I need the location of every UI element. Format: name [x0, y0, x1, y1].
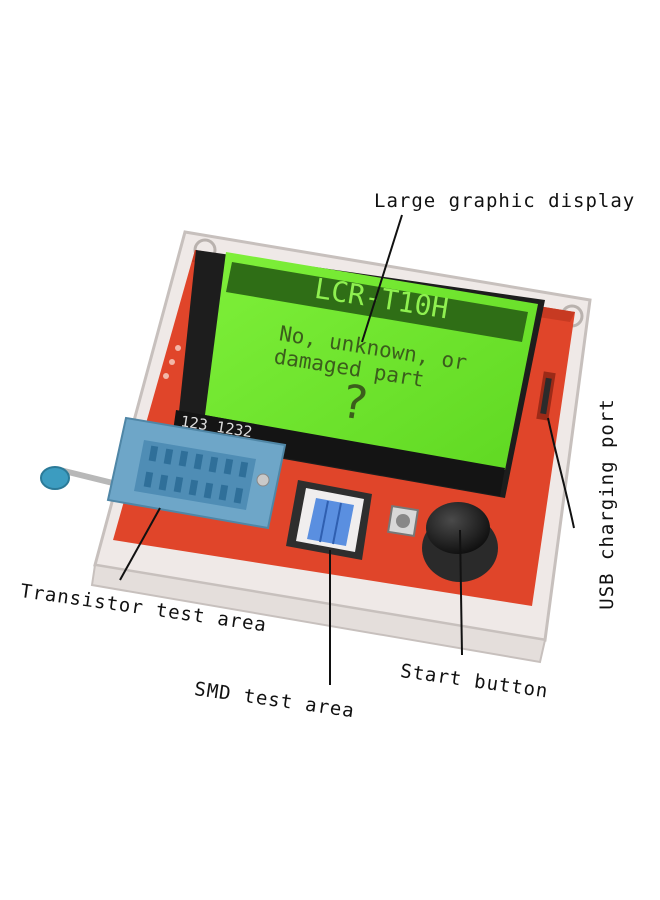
callout-leader-lines — [119, 214, 575, 685]
smd-test-pad — [286, 480, 372, 560]
usb-port — [536, 371, 556, 421]
transistor-zif-socket — [40, 416, 287, 530]
callout-usb-charging-port: USB charging port — [596, 398, 618, 610]
trimmer-component — [386, 504, 420, 538]
callout-large-graphic-display: Large graphic display — [374, 190, 636, 212]
lever-knob-icon — [40, 466, 70, 490]
